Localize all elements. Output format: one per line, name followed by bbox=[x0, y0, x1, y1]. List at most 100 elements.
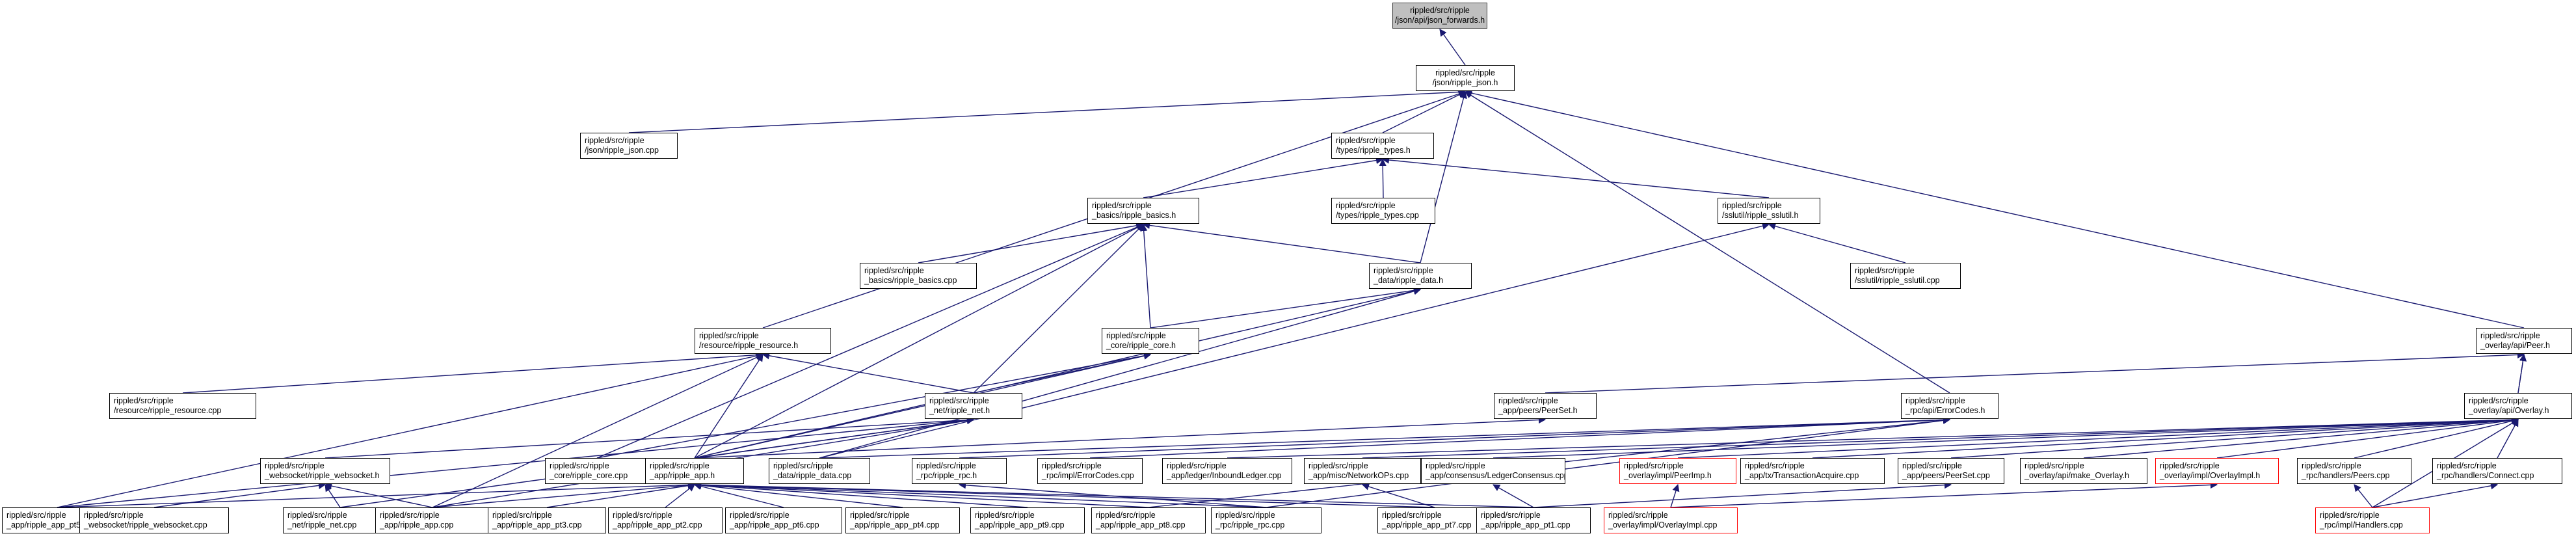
node-label-line: /sslutil/ripple_sslutil.h bbox=[1722, 211, 1799, 220]
node-makeoverlay[interactable]: rippled/src/ripple_overlay/api/make_Over… bbox=[2020, 458, 2147, 484]
node-appcpp[interactable]: rippled/src/ripple_app/ripple_app.cpp bbox=[375, 507, 490, 533]
node-pt7[interactable]: rippled/src/ripple_app/ripple_app_pt7.cp… bbox=[1377, 507, 1492, 533]
edge-pt1-to-ledgercons bbox=[1493, 484, 1534, 508]
edge-pt9-to-apph bbox=[693, 481, 1028, 508]
edge-rpccpp-to-errcodes bbox=[1266, 416, 1951, 508]
node-resource[interactable]: rippled/src/ripple/resource/ripple_resou… bbox=[695, 328, 831, 354]
node-label-line: rippled/src/ripple bbox=[2469, 396, 2529, 405]
node-websocket[interactable]: rippled/src/ripple_websocket/ripple_webs… bbox=[260, 458, 390, 484]
node-label-line: rippled/src/ripple bbox=[1426, 461, 1485, 470]
node-errcodescpp[interactable]: rippled/src/ripple_rpc/impl/ErrorCodes.c… bbox=[1037, 458, 1143, 484]
node-peerscpp[interactable]: rippled/src/ripple_rpc/handlers/Peers.cp… bbox=[2297, 458, 2411, 484]
node-label-line: /json/ripple_json.cpp bbox=[585, 146, 659, 155]
node-sslutilcpp[interactable]: rippled/src/ripple/sslutil/ripple_ssluti… bbox=[1850, 263, 1961, 289]
node-peerh[interactable]: rippled/src/ripple_overlay/api/Peer.h bbox=[2476, 328, 2572, 354]
node-label-line: rippled/src/ripple bbox=[850, 511, 910, 520]
node-connectcpp[interactable]: rippled/src/ripple_rpc/handlers/Connect.… bbox=[2432, 458, 2562, 484]
node-label-line: _app/ripple_app_pt2.cpp bbox=[613, 520, 702, 530]
node-pt6[interactable]: rippled/src/ripple_app/ripple_app_pt6.cp… bbox=[725, 507, 842, 533]
edge-websocketcpp-to-websocket bbox=[153, 481, 326, 508]
node-label-line: _websocket/ripple_websocket.cpp bbox=[84, 520, 207, 530]
node-handlerscpp[interactable]: rippled/src/ripple_rpc/impl/Handlers.cpp bbox=[2315, 507, 2430, 533]
node-overlayimplcpp[interactable]: rippled/src/ripple_overlay/impl/OverlayI… bbox=[1604, 507, 1738, 533]
node-apph[interactable]: rippled/src/ripple_app/ripple_app.h bbox=[645, 458, 744, 484]
node-peerimp[interactable]: rippled/src/ripple_overlay/impl/PeerImp.… bbox=[1619, 458, 1736, 484]
edge-pt7-to-netops bbox=[1361, 483, 1435, 508]
node-label-line: _data/ripple_data.cpp bbox=[773, 471, 852, 480]
edge-types-to-json bbox=[1382, 91, 1467, 133]
edge-overlayh-to-peerh bbox=[2517, 353, 2527, 394]
edge-errcodescpp-to-errcodes bbox=[1089, 416, 1951, 459]
node-pt1[interactable]: rippled/src/ripple_app/ripple_app_pt1.cp… bbox=[1476, 507, 1591, 533]
node-label-line: rippled/src/ripple bbox=[2480, 331, 2540, 340]
edge-pt6-to-apph bbox=[693, 483, 784, 508]
node-label-line: _overlay/api/Overlay.h bbox=[2469, 406, 2549, 415]
node-ledgercons[interactable]: rippled/src/ripple_app/consensus/LedgerC… bbox=[1421, 458, 1565, 484]
node-label-line: _app/ripple_app.cpp bbox=[380, 520, 454, 530]
edge-pt1-to-peersetcpp bbox=[1533, 481, 1952, 508]
node-label-line: /resource/ripple_resource.cpp bbox=[114, 406, 222, 415]
node-overlayh[interactable]: rippled/src/ripple_overlay/api/Overlay.h bbox=[2464, 393, 2572, 419]
node-label-line: _app/ripple_app_pt7.cpp bbox=[1382, 520, 1472, 530]
node-label-line: _app/ripple_app_pt4.cpp bbox=[850, 520, 940, 530]
node-label-line: _websocket/ripple_websocket.h bbox=[265, 471, 380, 480]
node-pt4[interactable]: rippled/src/ripple_app/ripple_app_pt4.cp… bbox=[845, 507, 960, 533]
node-websocketcpp[interactable]: rippled/src/ripple_websocket/ripple_webs… bbox=[79, 507, 229, 533]
node-core[interactable]: rippled/src/ripple_core/ripple_core.h bbox=[1102, 328, 1199, 354]
node-basicscpp[interactable]: rippled/src/ripple_basics/ripple_basics.… bbox=[860, 263, 977, 289]
node-rpch[interactable]: rippled/src/ripple_rpc/ripple_rpc.h bbox=[912, 458, 1007, 484]
edge-pt8-to-apph bbox=[693, 481, 1149, 508]
edge-handlerscpp-to-peerscpp bbox=[2354, 484, 2373, 508]
node-label-line: rippled/src/ripple bbox=[1042, 461, 1102, 470]
node-txacquire[interactable]: rippled/src/ripple_app/tx/TransactionAcq… bbox=[1740, 458, 1885, 484]
node-netops[interactable]: rippled/src/ripple_app/misc/NetworkOPs.c… bbox=[1304, 458, 1421, 484]
node-label-line: rippled/src/ripple bbox=[1374, 266, 1433, 275]
node-peerset[interactable]: rippled/src/ripple_app/peers/PeerSet.h bbox=[1494, 393, 1597, 419]
node-label-line: _net/ripple_net.cpp bbox=[287, 520, 357, 530]
node-pt8[interactable]: rippled/src/ripple_app/ripple_app_pt8.cp… bbox=[1091, 507, 1206, 533]
edge-corecpp-to-basics bbox=[596, 223, 1145, 459]
node-jsoncpp[interactable]: rippled/src/ripple/json/ripple_json.cpp bbox=[580, 133, 678, 159]
node-label-line: rippled/src/ripple bbox=[1167, 461, 1227, 470]
node-label-line: _overlay/impl/PeerImp.h bbox=[1624, 471, 1712, 480]
edge-overlayimplh-to-overlayh bbox=[2216, 416, 2519, 459]
edge-makeoverlay-to-overlayh bbox=[2083, 416, 2519, 459]
edge-sslutil-to-types bbox=[1381, 156, 1770, 198]
node-label-line: _data/ripple_data.h bbox=[1374, 276, 1444, 285]
node-corecpp[interactable]: rippled/src/ripple_core/ripple_core.cpp bbox=[545, 458, 649, 484]
node-json[interactable]: rippled/src/ripple/json/ripple_json.h bbox=[1416, 65, 1515, 91]
node-pt3[interactable]: rippled/src/ripple_app/ripple_app_pt3.cp… bbox=[488, 507, 606, 533]
node-basics[interactable]: rippled/src/ripple_basics/ripple_basics.… bbox=[1087, 198, 1199, 224]
node-sslutil[interactable]: rippled/src/ripple/sslutil/ripple_ssluti… bbox=[1718, 198, 1820, 224]
node-label-line: _overlay/impl/OverlayImpl.h bbox=[2160, 471, 2261, 480]
node-inbound[interactable]: rippled/src/ripple_app/ledger/InboundLed… bbox=[1162, 458, 1292, 484]
node-label-line: rippled/src/ripple bbox=[1435, 68, 1495, 77]
edge-pt1-to-apph bbox=[693, 481, 1534, 508]
edge-txacquire-to-overlayh bbox=[1812, 416, 2519, 459]
node-label-line: rippled/src/ripple bbox=[380, 511, 440, 520]
node-overlayimplh[interactable]: rippled/src/ripple_overlay/impl/OverlayI… bbox=[2155, 458, 2279, 484]
edge-datacpp-to-sslutil bbox=[819, 222, 1770, 459]
node-rpccpp[interactable]: rippled/src/ripple_rpc/ripple_rpc.cpp bbox=[1211, 507, 1321, 533]
node-label-line: rippled/src/ripple bbox=[1855, 266, 1915, 275]
node-pt9[interactable]: rippled/src/ripple_app/ripple_app_pt9.cp… bbox=[970, 507, 1085, 533]
node-label-line: _core/ripple_core.cpp bbox=[550, 471, 628, 480]
node-data[interactable]: rippled/src/ripple_data/ripple_data.h bbox=[1369, 263, 1472, 289]
node-label-line: rippled/src/ripple bbox=[1905, 396, 1965, 405]
node-peersetcpp[interactable]: rippled/src/ripple_app/peers/PeerSet.cpp bbox=[1898, 458, 2004, 484]
node-resourcecpp[interactable]: rippled/src/ripple/resource/ripple_resou… bbox=[109, 393, 256, 419]
node-types[interactable]: rippled/src/ripple/types/ripple_types.h bbox=[1331, 133, 1434, 159]
node-label-line: _app/peers/PeerSet.cpp bbox=[1902, 471, 1990, 480]
edge-peerscpp-to-overlayh bbox=[2354, 417, 2519, 459]
edge-pt5-to-resource bbox=[57, 352, 764, 508]
node-typescpp[interactable]: rippled/src/ripple/types/ripple_types.cp… bbox=[1331, 198, 1435, 224]
node-datacpp[interactable]: rippled/src/ripple_data/ripple_data.cpp bbox=[769, 458, 870, 484]
node-pt2[interactable]: rippled/src/ripple_app/ripple_app_pt2.cp… bbox=[608, 507, 723, 533]
node-label-line: rippled/src/ripple bbox=[585, 136, 644, 145]
node-label-line: _app/consensus/LedgerConsensus.cpp bbox=[1426, 471, 1565, 480]
node-label-line: rippled/src/ripple bbox=[2302, 461, 2361, 470]
node-net[interactable]: rippled/src/ripple_net/ripple_net.h bbox=[925, 393, 1022, 419]
node-label-line: rippled/src/ripple bbox=[1106, 331, 1166, 340]
node-label-line: _rpc/api/ErrorCodes.h bbox=[1905, 406, 1985, 415]
node-errcodes[interactable]: rippled/src/ripple_rpc/api/ErrorCodes.h bbox=[1901, 393, 1998, 419]
